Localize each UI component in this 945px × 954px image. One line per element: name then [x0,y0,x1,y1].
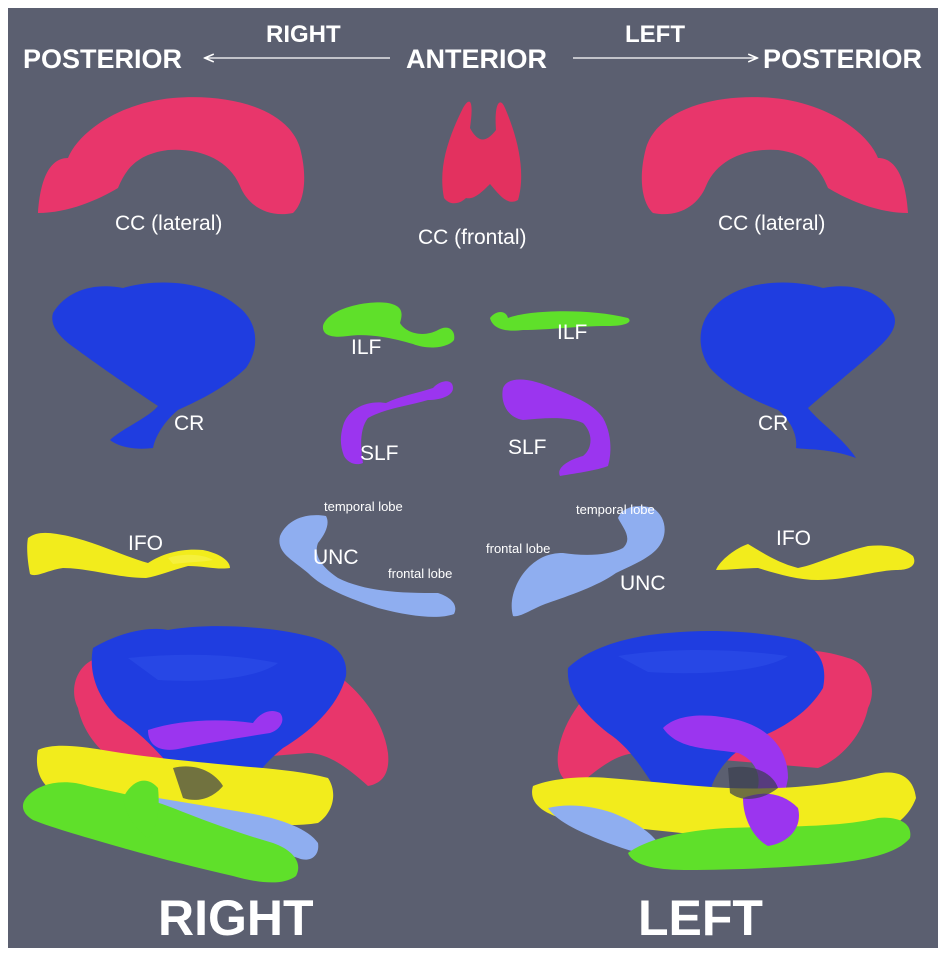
unc-right-label: UNC [313,546,359,569]
temporal-lobe-label-left: temporal lobe [576,502,655,517]
ilf-left-label: ILF [557,321,587,344]
cr-left-shape [701,283,895,458]
ilf-right-shape [323,302,454,347]
temporal-lobe-label-right: temporal lobe [324,499,403,514]
combined-left-hemisphere [532,631,916,870]
unc-left-label: UNC [620,572,666,595]
cr-right-shape [52,283,255,449]
cc-frontal-label: CC (frontal) [418,226,527,249]
cr-left-label: CR [758,412,788,435]
right-direction-label: RIGHT [266,21,341,48]
cc-lateral-right-label: CC (lateral) [115,212,222,235]
slf-left-label: SLF [508,436,547,459]
cc-lateral-right-shape [38,97,304,214]
diagram-canvas: POSTERIOR RIGHT ANTERIOR LEFT POSTERIOR … [8,8,938,948]
cc-frontal-shape [442,102,521,204]
combined-right-hemisphere [23,626,388,882]
frontal-lobe-label-left: frontal lobe [486,541,550,556]
posterior-label-right: POSTERIOR [763,44,922,74]
left-direction-label: LEFT [625,21,685,48]
left-hemisphere-label: LEFT [638,890,763,946]
cc-lateral-left-label: CC (lateral) [718,212,825,235]
frontal-lobe-label-right: frontal lobe [388,566,452,581]
ifo-left-label: IFO [776,527,811,550]
anterior-label: ANTERIOR [406,44,547,74]
ifo-right-label: IFO [128,532,163,555]
cc-lateral-left-shape [642,97,908,214]
slf-right-label: SLF [360,442,399,465]
ifo-left-shape [716,544,914,580]
unc-left-shape [512,506,665,616]
posterior-label-left: POSTERIOR [23,44,182,74]
slf-left-shape [502,380,610,477]
tract-figure: POSTERIOR RIGHT ANTERIOR LEFT POSTERIOR … [8,8,938,948]
ilf-right-label: ILF [351,336,381,359]
right-hemisphere-label: RIGHT [158,890,314,946]
cr-right-label: CR [174,412,204,435]
